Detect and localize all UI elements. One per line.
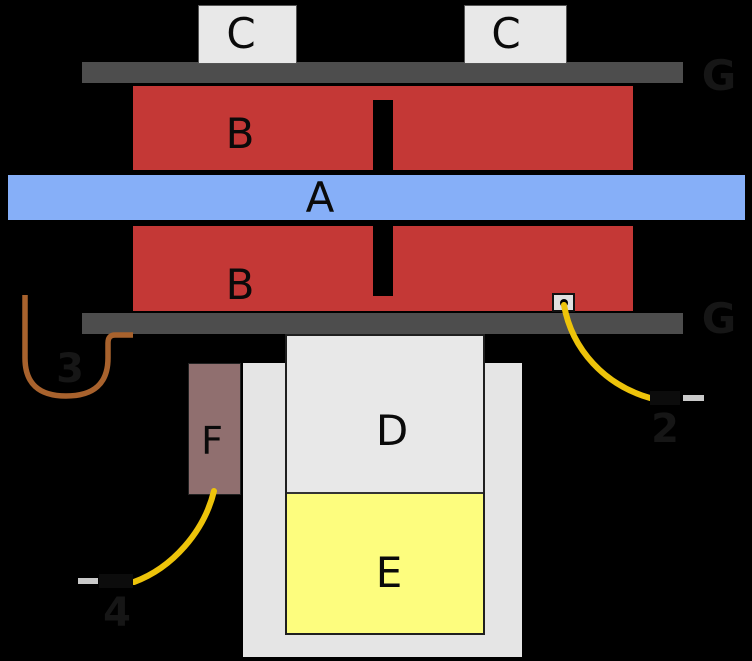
terminal-dash-2: [683, 395, 704, 401]
label-a: A: [305, 173, 335, 222]
label-terminal-3: 3: [56, 346, 84, 392]
crucible-d: [285, 334, 485, 635]
label-b-upper: B: [225, 109, 255, 158]
label-c-right: C: [491, 9, 521, 58]
substrate-bar-a: [8, 175, 745, 220]
sensor-box: [552, 293, 575, 312]
slot-lower: [373, 226, 393, 296]
melt-e: [287, 492, 483, 633]
heater-element-f: [188, 363, 241, 495]
weight-block-c-right: [464, 5, 567, 64]
sensor-dot-icon: [559, 298, 568, 307]
weight-block-c-left: [198, 5, 297, 64]
support-plate-lower: [82, 313, 683, 334]
label-c-left: C: [226, 9, 256, 58]
terminal-connector-2: [650, 391, 680, 405]
label-terminal-2: 2: [651, 406, 679, 452]
label-f: F: [201, 419, 223, 463]
label-g-lower: G: [701, 294, 737, 343]
support-plate-upper: [82, 62, 683, 83]
terminal-connector-4: [99, 574, 133, 588]
label-e: E: [375, 548, 403, 597]
terminal-dash-4: [78, 578, 98, 584]
label-g-upper: G: [701, 51, 737, 100]
label-d: D: [375, 406, 409, 455]
label-b-lower: B: [225, 260, 255, 309]
label-terminal-4: 4: [103, 590, 131, 636]
slot-upper: [373, 100, 393, 170]
heater-wire-4: [131, 488, 217, 585]
